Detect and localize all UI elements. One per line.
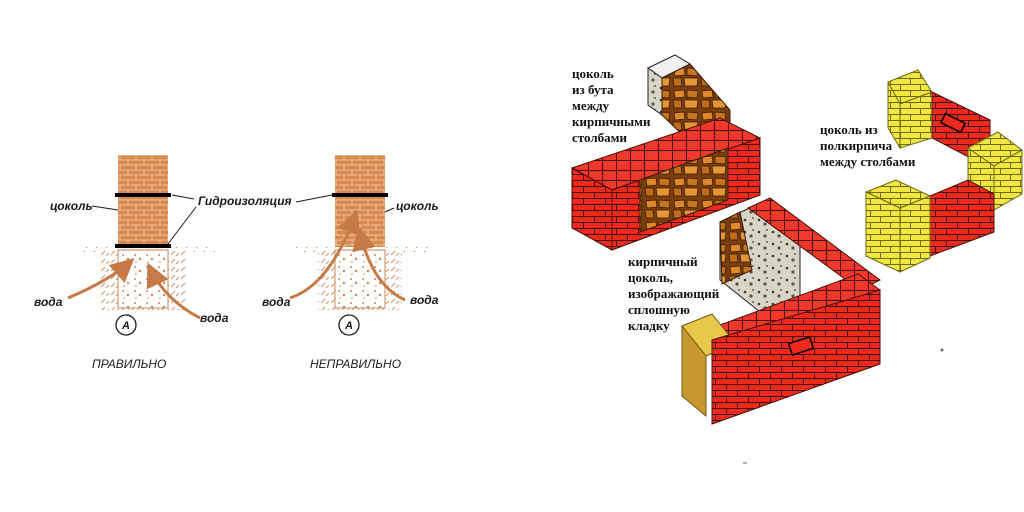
voda-label-right: вода [410, 293, 439, 307]
water-arrow-left [289, 209, 361, 300]
halfbrick-plinth-figure: цоколь из полкирпича между столбами [820, 69, 1023, 352]
voda-label-left: вода [262, 295, 291, 309]
ground-surface-right [168, 247, 215, 252]
correct-diagram: цоколь вода вода А ПРАВИЛЬНО [34, 155, 229, 371]
rubble-panel [639, 147, 729, 233]
ground-surface-left [78, 247, 118, 252]
waterproofing-callout: Гидроизоляция [167, 194, 333, 245]
solid-plinth-figure: кирпичный цоколь, изображающий сплошную … [628, 197, 882, 464]
rubble-plinth-figure: цоколь из бута между кирпичными столбами [570, 54, 762, 251]
cokol-label: цоколь [50, 199, 93, 213]
caption-correct: ПРАВИЛЬНО [92, 357, 166, 371]
cokol-leader [384, 207, 395, 213]
label-halfbrick-plinth: цоколь из полкирпича между столбами [820, 122, 916, 169]
red-back-top [747, 197, 881, 291]
water-arrow-right [352, 226, 406, 302]
waterproofing-top [115, 193, 171, 197]
cokol-leader [91, 205, 119, 211]
red-front-face [711, 289, 881, 425]
waterproofing-bottom [115, 244, 171, 248]
label-rubble-plinth: цоколь из бута между кирпичными столбами [572, 66, 654, 145]
label-solid-plinth: кирпичный цоколь, изображающий сплошную … [628, 254, 722, 333]
ground-surface-left [295, 247, 335, 252]
voda-label-left: вода [34, 295, 63, 309]
water-arrow-right [146, 262, 201, 320]
caption-wrong: НЕПРАВИЛЬНО [310, 357, 401, 371]
water-arrow-left [67, 257, 135, 300]
vent-opening [939, 112, 967, 134]
vent-opening [787, 335, 815, 357]
marker-a-letter: А [121, 320, 130, 332]
foundation-body [117, 249, 169, 309]
cokol-label: цоколь [396, 199, 439, 213]
voda-label-right: вода [200, 311, 229, 325]
rubble-strip [719, 211, 753, 285]
foundation-body [334, 249, 386, 309]
waterproofing-label: Гидроизоляция [198, 194, 292, 208]
marker-a-circle [115, 314, 137, 336]
brick-pillar [118, 155, 168, 247]
waterproofing-top [332, 193, 388, 197]
marker-a-letter: А [344, 320, 353, 332]
wrong-diagram: цоколь вода вода А НЕПРАВИЛЬНО [262, 155, 439, 371]
marker-a-circle [338, 314, 360, 336]
ground-surface-right [385, 247, 430, 252]
red-wall-front [929, 179, 995, 257]
